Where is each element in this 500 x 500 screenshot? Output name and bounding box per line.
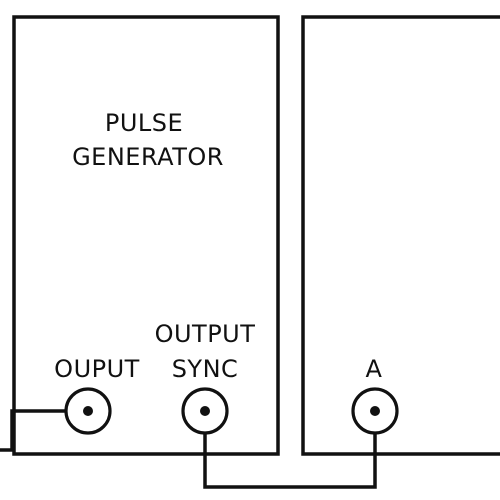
pulse-generator-title-line2: GENERATOR — [72, 143, 224, 171]
input-a-label: A — [366, 355, 383, 383]
sync-jack-label-line2: SYNC — [172, 355, 239, 383]
sync-to-a-wire — [203, 411, 377, 489]
pulse-generator-box — [12, 15, 280, 456]
output-wire — [0, 409, 88, 452]
output-jack — [64, 387, 112, 435]
sync-output-jack — [181, 387, 229, 435]
sync-jack-label-line1: OUTPUT — [155, 320, 256, 348]
pulse-generator-title-line1: PULSE — [105, 109, 183, 137]
second-instrument-box — [301, 15, 500, 456]
output-jack-label: OUPUT — [54, 355, 140, 383]
input-a-jack — [351, 387, 399, 435]
